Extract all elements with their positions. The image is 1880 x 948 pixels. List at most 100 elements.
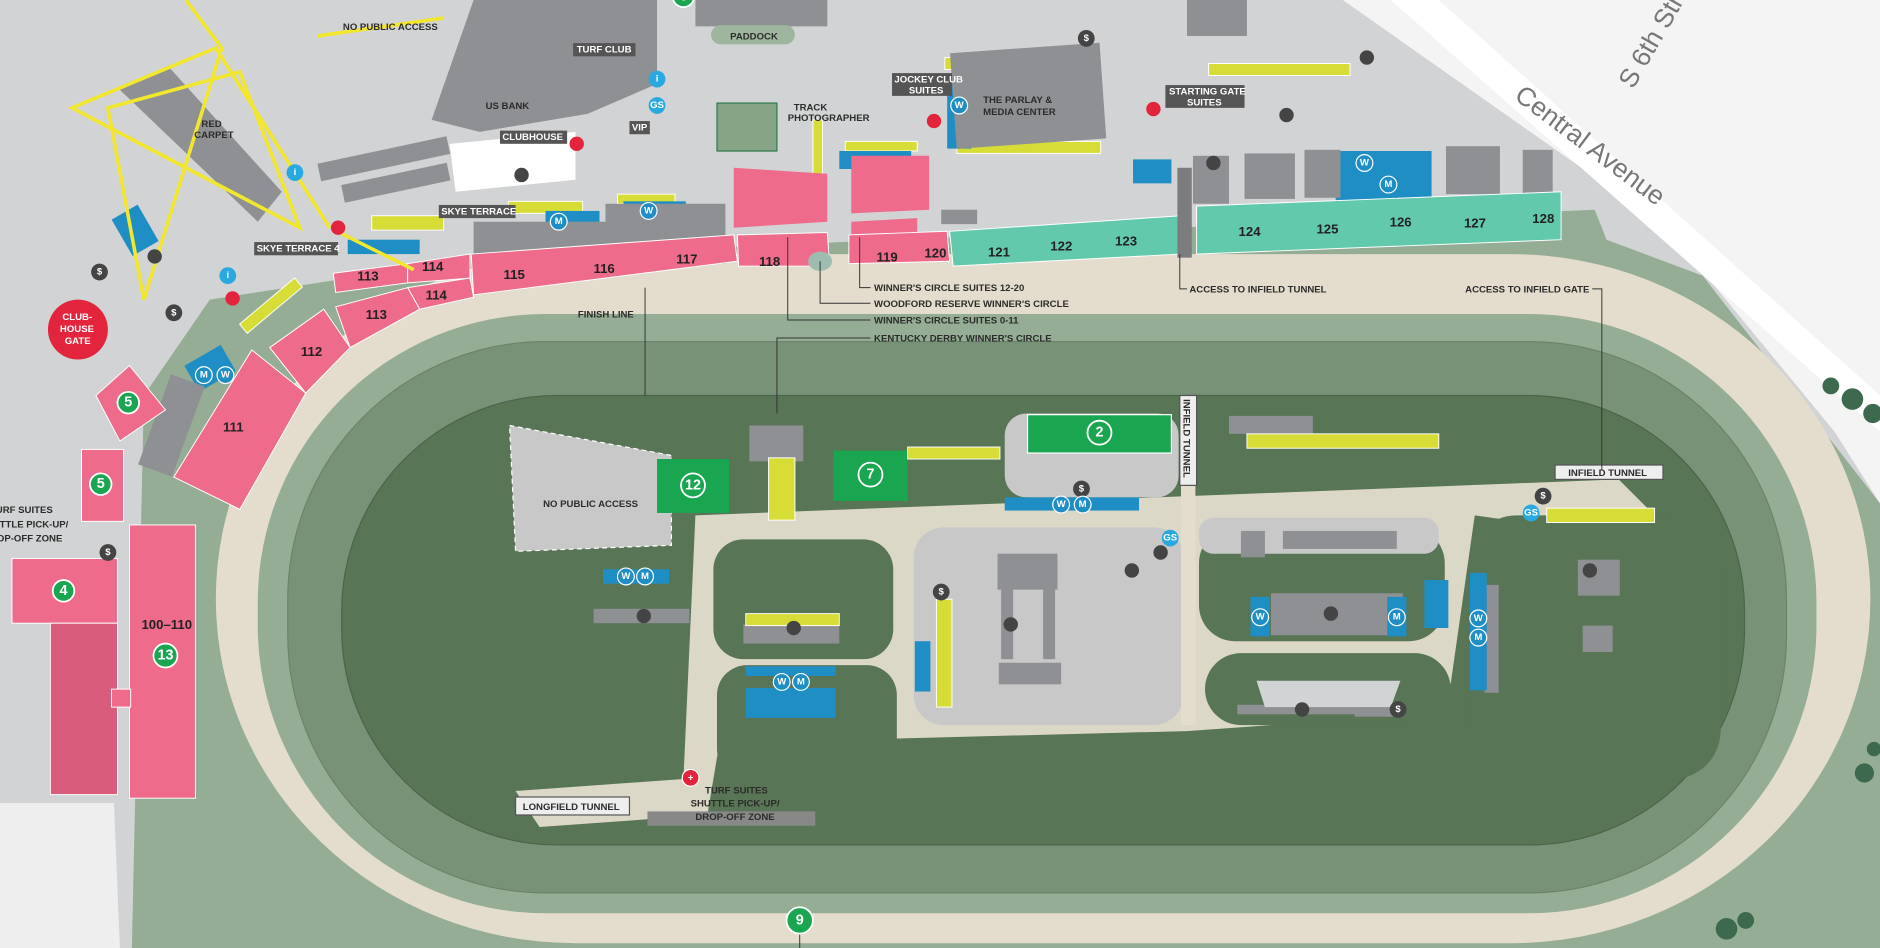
womens-restroom-icon[interactable]	[950, 96, 969, 115]
mens-restroom-icon[interactable]	[636, 567, 655, 586]
drink-icon[interactable]	[636, 608, 652, 624]
atm-icon[interactable]	[1389, 701, 1407, 718]
label-box	[499, 130, 568, 144]
escalator-icon[interactable]	[225, 291, 240, 306]
womens-restroom-icon[interactable]	[1355, 154, 1374, 172]
womens-restroom-icon[interactable]	[1251, 608, 1270, 627]
atm-icon[interactable]	[1073, 480, 1090, 498]
section-128[interactable]: 128	[1532, 211, 1554, 226]
mens-restroom-icon[interactable]	[549, 212, 568, 231]
escalator-icon[interactable]	[330, 220, 346, 235]
gate-5-marker[interactable]	[116, 391, 140, 415]
womens-restroom-icon[interactable]	[616, 567, 635, 586]
area-12-marker[interactable]	[680, 472, 706, 499]
section-119[interactable]: 119	[876, 249, 897, 264]
drink-icon[interactable]	[1206, 155, 1221, 171]
section-116[interactable]: 116	[593, 261, 614, 276]
mens-restroom-icon[interactable]	[194, 366, 213, 385]
area-12	[657, 459, 729, 513]
mens-restroom-icon[interactable]	[1379, 175, 1398, 194]
mens-restroom-icon[interactable]	[1073, 495, 1092, 514]
label-skye-terrace: SKYE TERRACE	[441, 207, 517, 218]
section-122[interactable]: 122	[1050, 238, 1072, 253]
area-7	[833, 450, 908, 501]
gate-6-marker[interactable]	[672, 0, 695, 9]
first-aid-icon[interactable]	[681, 768, 700, 787]
atm-icon[interactable]	[932, 583, 950, 601]
drink-icon[interactable]	[1294, 702, 1310, 717]
section-113[interactable]: 113	[366, 307, 387, 322]
womens-restroom-icon[interactable]	[216, 366, 235, 385]
section-117[interactable]: 117	[676, 252, 697, 267]
section-124[interactable]: 124	[1239, 224, 1262, 239]
info-icon[interactable]	[648, 70, 666, 88]
infield-tunnel-east[interactable]	[1554, 464, 1664, 480]
section-114[interactable]: 114	[426, 288, 448, 303]
clubhouse-gate[interactable]	[47, 299, 108, 360]
paddock-area	[710, 25, 795, 45]
gate-5-marker[interactable]	[89, 472, 113, 496]
area-2-marker[interactable]	[1086, 419, 1113, 446]
label-us-bank: US BANK	[486, 101, 530, 112]
womens-restroom-icon[interactable]	[1052, 495, 1071, 514]
atm-icon[interactable]	[1534, 487, 1552, 505]
callout-winners-circle-0-11: WINNER'S CIRCLE SUITES 0-11	[874, 316, 1019, 327]
atm-icon[interactable]	[1077, 29, 1095, 47]
paddock-garden	[716, 102, 778, 152]
info-icon[interactable]	[219, 267, 237, 285]
section-125[interactable]: 125	[1316, 222, 1338, 237]
atm-icon[interactable]	[99, 544, 117, 561]
escalator-icon[interactable]	[926, 113, 942, 129]
area-12-number: 12	[685, 477, 701, 493]
longfield-tunnel[interactable]	[514, 796, 631, 816]
gate-4-marker[interactable]	[51, 579, 76, 603]
section-127[interactable]: 127	[1464, 216, 1486, 231]
mens-restroom-icon[interactable]	[1469, 628, 1488, 647]
label-turf-shuttle: SHUTTLE PICK-UP/	[691, 799, 780, 810]
section-111[interactable]: 111	[223, 419, 244, 434]
drink-icon[interactable]	[1279, 107, 1294, 123]
section-115[interactable]: 115	[504, 267, 525, 282]
drink-icon[interactable]	[786, 620, 801, 636]
drink-icon[interactable]	[514, 167, 529, 183]
section-123[interactable]: 123	[1115, 234, 1137, 249]
drink-icon[interactable]	[1323, 606, 1339, 621]
restroom-glyph: M	[1079, 499, 1087, 510]
section-113-lower	[335, 287, 421, 349]
drink-icon[interactable]	[1582, 563, 1598, 578]
womens-restroom-icon[interactable]	[1469, 609, 1488, 628]
escalator-icon[interactable]	[1146, 101, 1161, 117]
escalator-icon[interactable]	[569, 136, 584, 152]
drink-icon[interactable]	[1003, 617, 1018, 632]
section-113[interactable]: 113	[357, 268, 378, 283]
atm-glyph: $	[1395, 704, 1401, 715]
section-118[interactable]: 118	[759, 254, 780, 269]
label-turf-shuttle-left: DROP-OFF ZONE	[0, 534, 63, 545]
shopping-icon[interactable]	[1359, 50, 1375, 65]
shopping-icon[interactable]	[1153, 545, 1168, 560]
drink-icon[interactable]	[1124, 563, 1140, 578]
guest-services-icon[interactable]	[1522, 504, 1540, 522]
mens-restroom-icon[interactable]	[791, 672, 810, 691]
gate-9-marker[interactable]	[785, 906, 814, 935]
section-112[interactable]: 112	[301, 344, 322, 359]
mens-restroom-icon[interactable]	[1387, 608, 1406, 627]
guest-services-icon[interactable]	[648, 97, 666, 114]
womens-restroom-icon[interactable]	[772, 672, 791, 691]
atm-icon[interactable]	[91, 263, 108, 281]
gate-13-marker[interactable]	[152, 642, 179, 669]
womens-restroom-icon[interactable]	[639, 201, 658, 220]
info-icon[interactable]	[286, 164, 304, 181]
section-121[interactable]: 121	[988, 244, 1010, 259]
atm-icon[interactable]	[165, 304, 183, 322]
label-turf-shuttle-left: SHUTTLE PICK-UP/	[0, 519, 69, 530]
shopping-icon[interactable]	[147, 249, 162, 264]
area-7-marker[interactable]	[857, 461, 884, 488]
section-126[interactable]: 126	[1390, 215, 1412, 230]
section-120[interactable]: 120	[924, 246, 946, 261]
label-finish-line: FINISH LINE	[578, 310, 634, 321]
section-114[interactable]: 114	[422, 259, 444, 274]
guest-services-icon[interactable]	[1161, 529, 1179, 547]
infield-tunnel-north[interactable]	[1179, 394, 1198, 486]
